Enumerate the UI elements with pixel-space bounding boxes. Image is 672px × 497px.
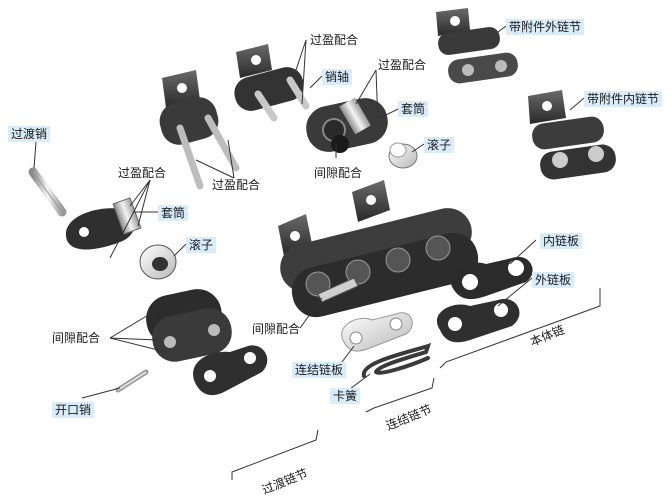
transition-link-plate xyxy=(193,345,268,396)
label-spring-clip: 卡簧 xyxy=(330,388,361,404)
outer-attachment-link xyxy=(436,8,518,84)
label-outer-attachment-link: 带附件外链节 xyxy=(506,19,585,35)
label-clearance-fit-top: 间隙配合 xyxy=(314,166,363,180)
label-inner-attachment-link: 带附件内链节 xyxy=(584,91,663,107)
transition-link-assembly xyxy=(146,289,232,362)
label-clearance-fit-mid: 间隙配合 xyxy=(252,322,301,336)
label-cotter-pin: 开口销 xyxy=(52,402,95,418)
loose-inner-plate xyxy=(450,256,533,300)
label-connecting-plate: 连结链板 xyxy=(292,362,347,378)
leader-lines xyxy=(33,25,601,480)
label-transition-pin: 过渡销 xyxy=(8,126,51,142)
transition-plate-with-bushing xyxy=(65,197,142,250)
label-interference-fit-top: 过盈配合 xyxy=(310,33,359,47)
label-bushing-right: 套筒 xyxy=(398,101,429,117)
label-interference-fit-mid: 过盈配合 xyxy=(212,178,261,192)
main-chain-assembly xyxy=(278,180,479,318)
label-roller-right: 滚子 xyxy=(424,137,455,153)
label-pin: 销轴 xyxy=(322,69,353,85)
label-outer-plate: 外链板 xyxy=(532,272,575,288)
label-clearance-fit-left: 间隙配合 xyxy=(52,331,101,345)
inner-plate-with-bushings xyxy=(306,97,388,153)
spring-clip xyxy=(361,342,432,378)
label-roller-left: 滚子 xyxy=(186,237,217,253)
loose-outer-plate xyxy=(436,298,520,343)
label-interference-fit-left: 过盈配合 xyxy=(118,166,167,180)
loose-roller xyxy=(388,142,418,169)
plate-with-pin-axles xyxy=(234,44,310,122)
label-bushing-left: 套筒 xyxy=(158,205,189,221)
label-interference-fit-right: 过盈配合 xyxy=(378,58,427,72)
transition-pin xyxy=(28,167,67,217)
shiny-connecting-plate xyxy=(341,312,413,352)
inner-attachment-link xyxy=(528,90,616,180)
label-inner-plate: 内链板 xyxy=(540,233,583,249)
roller xyxy=(139,244,177,280)
cotter-pin xyxy=(115,369,149,393)
attachment-plate-with-interference-pins xyxy=(159,70,240,190)
